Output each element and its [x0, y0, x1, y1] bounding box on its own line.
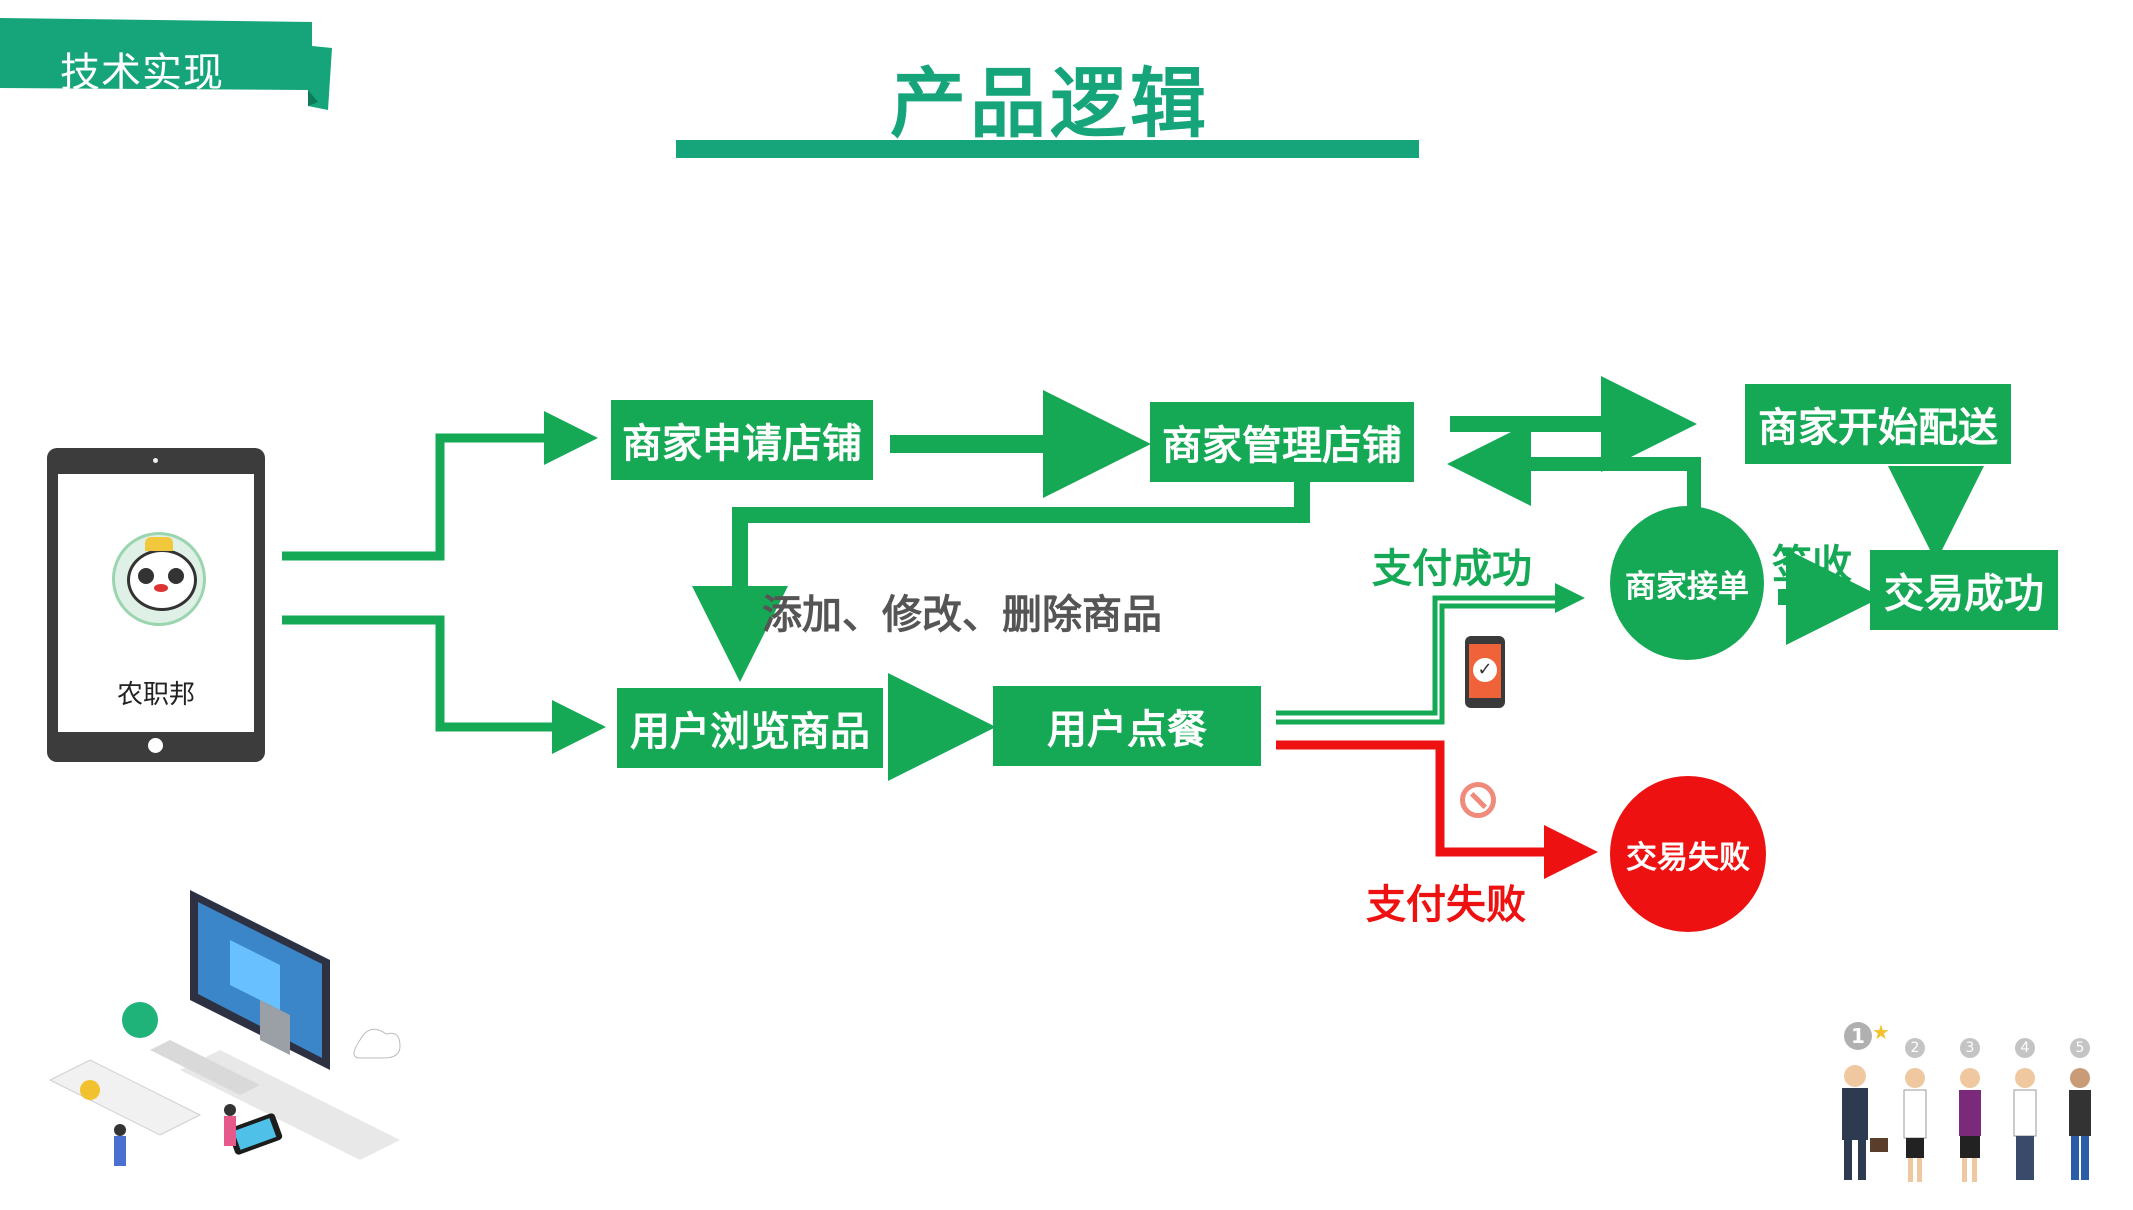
figure-4 [2013, 1068, 2037, 1180]
section-tag-label: 技术实现 [60, 50, 224, 96]
rank-badge-3: 3 [1960, 1038, 1980, 1058]
label-pay-success: 支付成功 [1372, 546, 1532, 592]
tablet-device: 农职邦 [47, 448, 265, 762]
phone-check-icon: ✓ [1465, 636, 1505, 708]
node-merchant-apply: 商家申请店铺 [611, 400, 873, 480]
ranking-figures: 1 ★ 2 3 4 5 [1820, 1020, 2120, 1200]
panda-face-icon [127, 549, 197, 611]
tablet-camera [153, 458, 158, 463]
rank-badge-5: 5 [2070, 1038, 2090, 1058]
rank-badge-2: 2 [1905, 1038, 1925, 1058]
arrow-order-to-fail [1276, 740, 1598, 879]
title-underline [676, 140, 1419, 158]
node-merchant-accept: 商家接单 [1610, 506, 1764, 660]
prohibited-icon [1460, 782, 1496, 818]
rank-badge-4: 4 [2015, 1038, 2035, 1058]
label-sign: 签收 [1772, 542, 1852, 588]
label-goods-ops: 添加、修改、删除商品 [762, 592, 1162, 638]
tablet-home-button [148, 738, 163, 753]
app-logo [112, 532, 206, 626]
arrow-tablet-to-apply [282, 411, 598, 561]
node-deal-success: 交易成功 [1870, 550, 2058, 630]
figure-1 [1842, 1065, 1888, 1180]
arrow-manage-to-browse [692, 482, 1310, 682]
isometric-illustration [48, 890, 401, 1166]
app-name: 农职邦 [116, 680, 195, 710]
section-tag: 技术实现 [0, 18, 332, 110]
figure-5 [2069, 1068, 2091, 1180]
node-user-order: 用户点餐 [993, 686, 1261, 766]
arrow-tablet-to-browse [282, 615, 606, 754]
node-user-browse: 用户浏览商品 [617, 688, 883, 768]
arrow-order-to-accept [1276, 583, 1585, 716]
page-title: 产品逻辑 [890, 59, 1210, 148]
node-deal-fail: 交易失败 [1610, 776, 1766, 932]
figure-2 [1903, 1068, 1927, 1182]
node-merchant-manage: 商家管理店铺 [1150, 402, 1414, 482]
label-pay-fail: 支付失败 [1366, 882, 1526, 928]
figure-3 [1959, 1068, 1981, 1182]
rank-badge-1: 1 [1844, 1022, 1872, 1050]
node-merchant-delivery: 商家开始配送 [1745, 384, 2011, 464]
tablet-screen: 农职邦 [58, 474, 254, 732]
star-icon: ★ [1872, 1020, 1890, 1044]
arrow-accept-to-manage [1447, 422, 1701, 510]
